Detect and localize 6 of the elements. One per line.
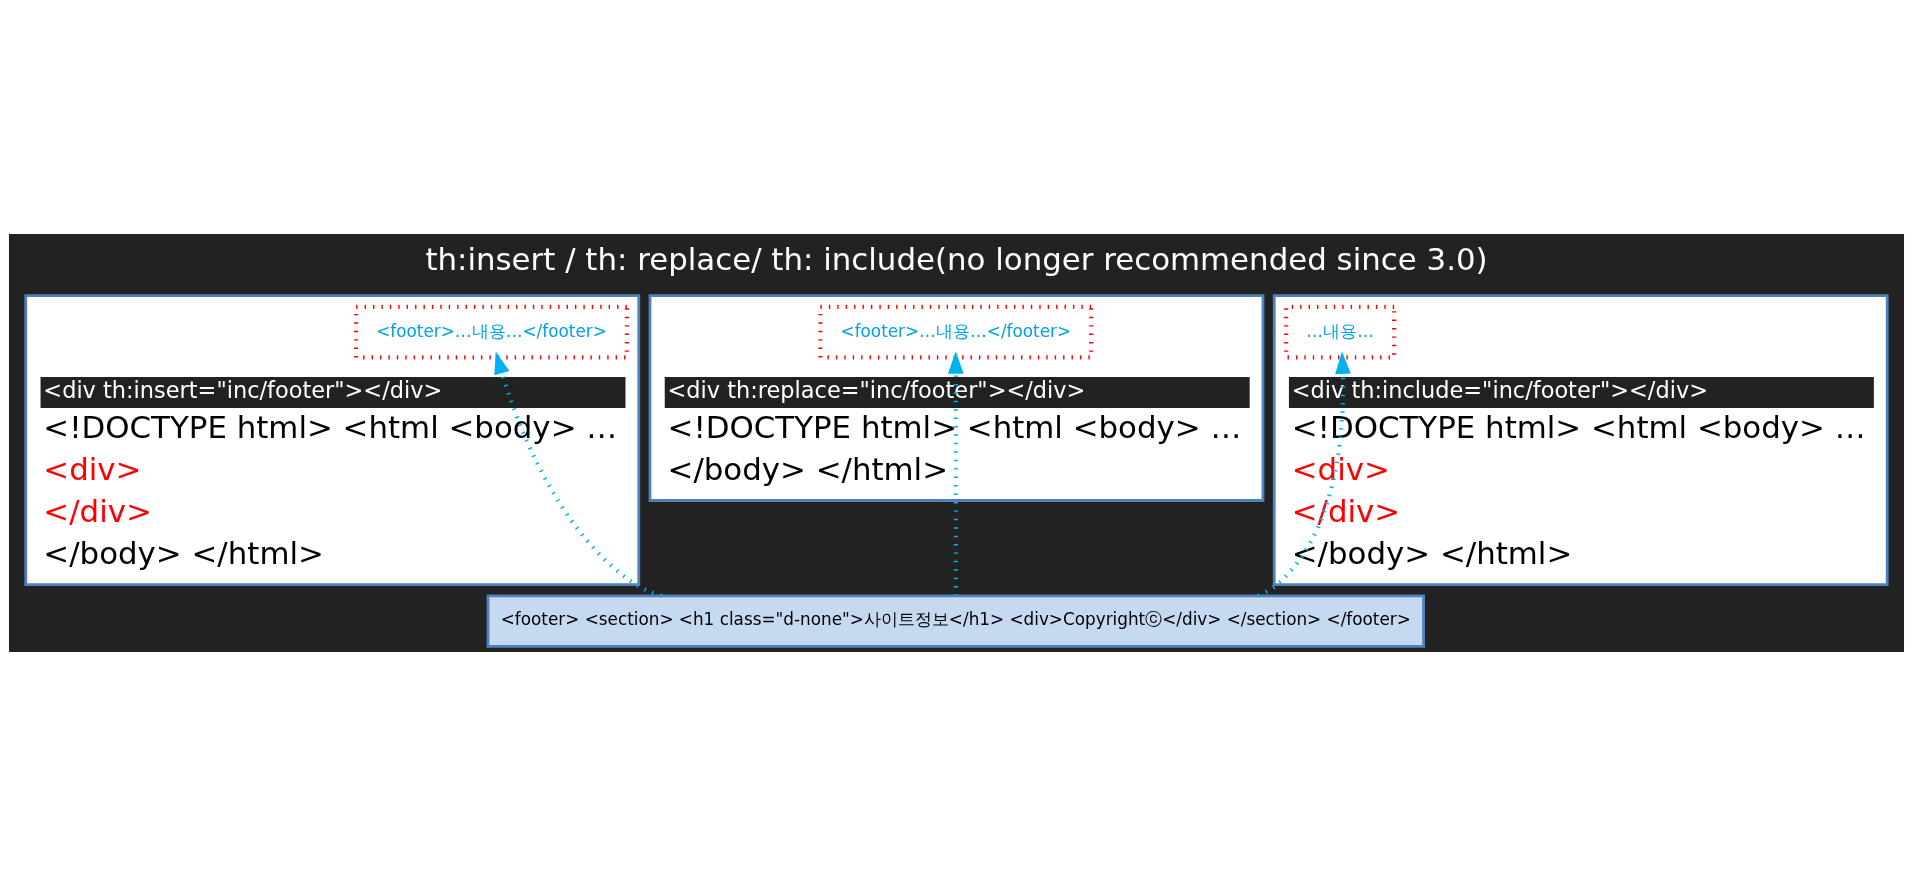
node-box: …내용… <box>1284 304 1397 360</box>
node-box: <footer>…내용…</footer> <box>818 304 1094 360</box>
arrow <box>947 351 964 596</box>
node-box: <footer> <section> <h1 class="d-none">사이트정보</h1> <div>Copyrightⓒ</div> </section> </footer> <box>486 594 1425 648</box>
node-box: <footer>…내용…</footer> <box>354 304 629 360</box>
diagram-title: th:insert / th: replace/ th: include(no longer recommended since 3.0) <box>425 240 1488 277</box>
